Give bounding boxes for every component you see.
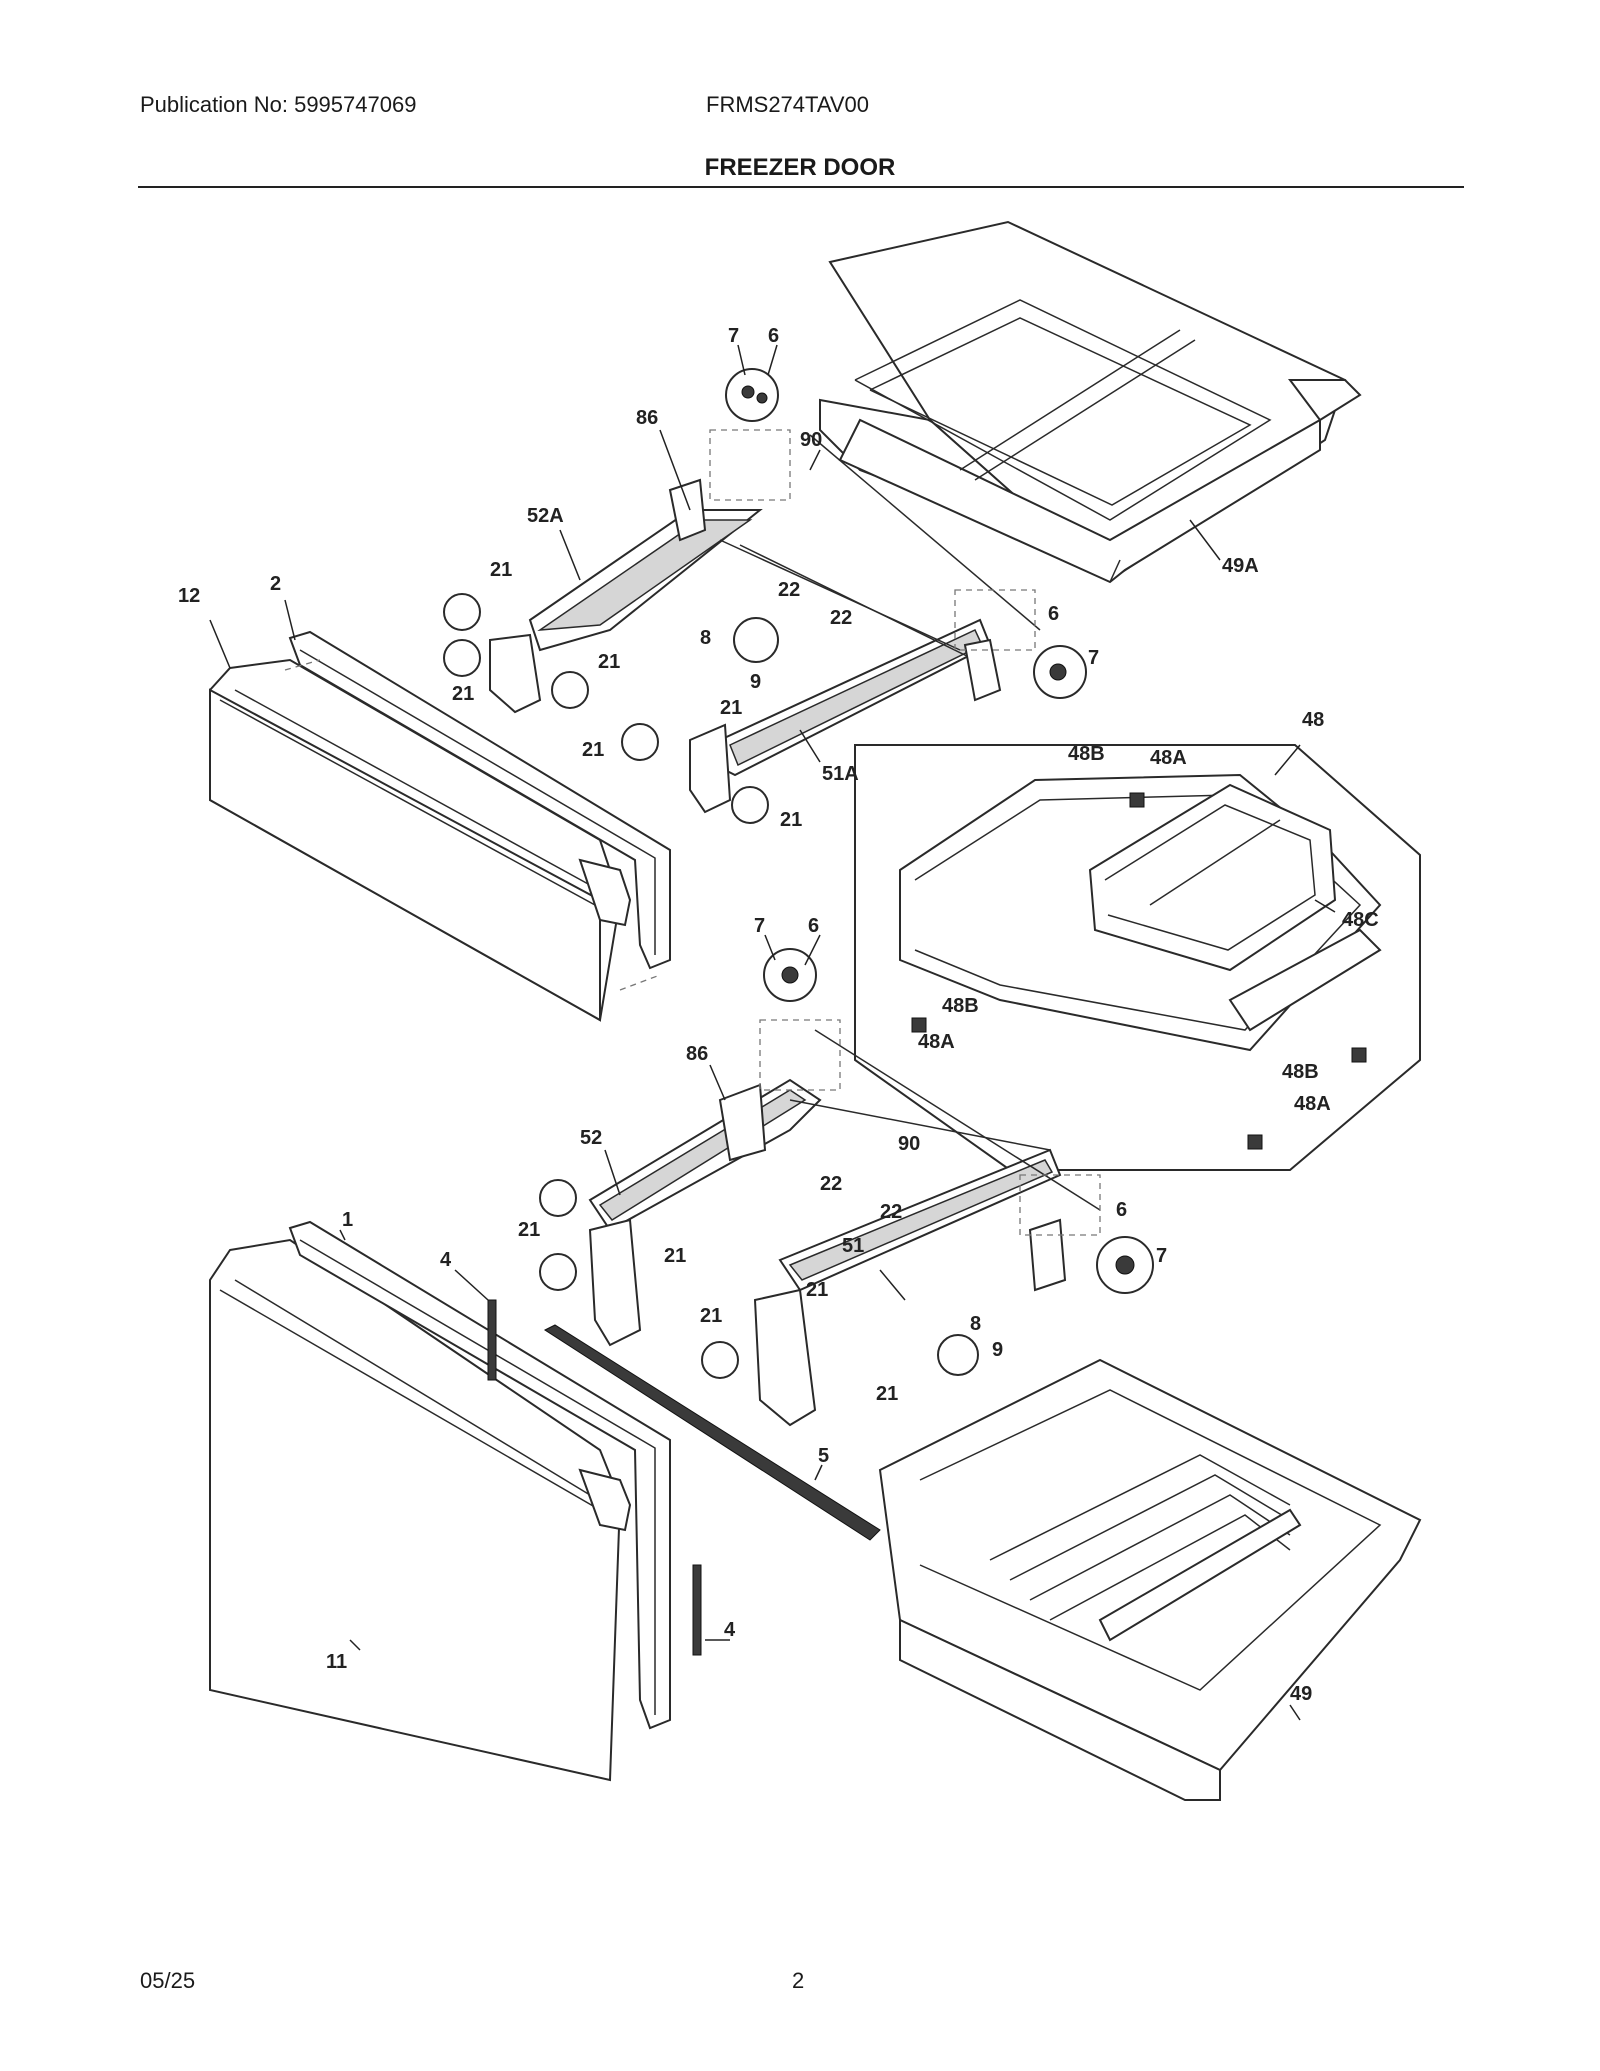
callout-9: 9 — [992, 1339, 1003, 1361]
model-number: FRMS274TAV00 — [706, 92, 870, 117]
callout-22: 22 — [880, 1201, 902, 1223]
callout-21: 21 — [452, 683, 474, 705]
callout-7: 7 — [1088, 647, 1099, 669]
callout-21: 21 — [664, 1245, 686, 1267]
callout-48C: 48C — [1342, 909, 1379, 931]
callout-22: 22 — [820, 1173, 842, 1195]
header-rule — [138, 186, 1464, 188]
callout-48B: 48B — [1068, 743, 1105, 765]
callout-12: 12 — [178, 585, 200, 607]
callout-8: 8 — [970, 1313, 981, 1335]
callout-21: 21 — [598, 651, 620, 673]
footer-date: 05/25 — [140, 1968, 196, 1993]
callout-51: 51 — [842, 1235, 864, 1257]
callout-49A: 49A — [1222, 555, 1259, 577]
callout-48B: 48B — [1282, 1061, 1319, 1083]
lower-gasket-1 — [288, 1220, 671, 1730]
callout-4: 4 — [440, 1249, 452, 1271]
callout-49: 49 — [1290, 1683, 1312, 1705]
callout-4: 4 — [724, 1619, 736, 1641]
callout-1: 1 — [342, 1209, 353, 1231]
upper-door-12 — [209, 658, 632, 1022]
callout-21: 21 — [876, 1383, 898, 1405]
callout-48A: 48A — [1294, 1093, 1331, 1115]
callout-5: 5 — [818, 1445, 829, 1467]
callout-6: 6 — [1116, 1199, 1127, 1221]
seal-strips — [487, 1299, 881, 1656]
callout-6: 6 — [768, 325, 779, 347]
callout-21: 21 — [780, 809, 802, 831]
callout-52: 52 — [580, 1127, 602, 1149]
callout-48: 48 — [1302, 709, 1324, 731]
callout-7: 7 — [1156, 1245, 1167, 1267]
callout-90: 90 — [898, 1133, 920, 1155]
leader-lines — [209, 344, 1336, 1721]
page-title: FREEZER DOOR — [704, 154, 896, 181]
callout-8: 8 — [700, 627, 711, 649]
callout-7: 7 — [728, 325, 739, 347]
organizer-inset-48 — [854, 744, 1421, 1171]
publication-number: Publication No: 5995747069 — [140, 92, 417, 117]
callout-11: 11 — [326, 1651, 347, 1673]
lower-slide-assembly — [588, 1019, 1101, 1427]
callout-2: 2 — [270, 573, 281, 595]
lower-basket-49 — [878, 1358, 1422, 1801]
detail-circles — [443, 368, 1154, 1379]
callout-52A: 52A — [527, 505, 564, 527]
callout-7: 7 — [754, 915, 765, 937]
callout-48B: 48B — [942, 995, 979, 1017]
callout-48A: 48A — [918, 1031, 955, 1053]
callout-90: 90 — [800, 429, 822, 451]
callout-6: 6 — [1048, 603, 1059, 625]
upper-slide-assembly — [489, 429, 1041, 814]
upper-gasket-2 — [284, 630, 671, 991]
upper-basket-49A — [819, 220, 1362, 584]
callout-9: 9 — [750, 671, 761, 693]
page-number: 2 — [792, 1968, 805, 1993]
callout-21: 21 — [700, 1305, 722, 1327]
callout-21: 21 — [720, 697, 742, 719]
callout-86: 86 — [686, 1043, 708, 1065]
callout-21: 21 — [518, 1219, 540, 1241]
callout-21: 21 — [490, 559, 512, 581]
callout-86: 86 — [636, 407, 658, 429]
callout-21: 21 — [582, 739, 604, 761]
callout-48A: 48A — [1150, 747, 1187, 769]
callout-6: 6 — [808, 915, 819, 937]
callout-51A: 51A — [822, 763, 859, 785]
callout-22: 22 — [778, 579, 800, 601]
callout-22: 22 — [830, 607, 852, 629]
callout-21: 21 — [806, 1279, 828, 1301]
